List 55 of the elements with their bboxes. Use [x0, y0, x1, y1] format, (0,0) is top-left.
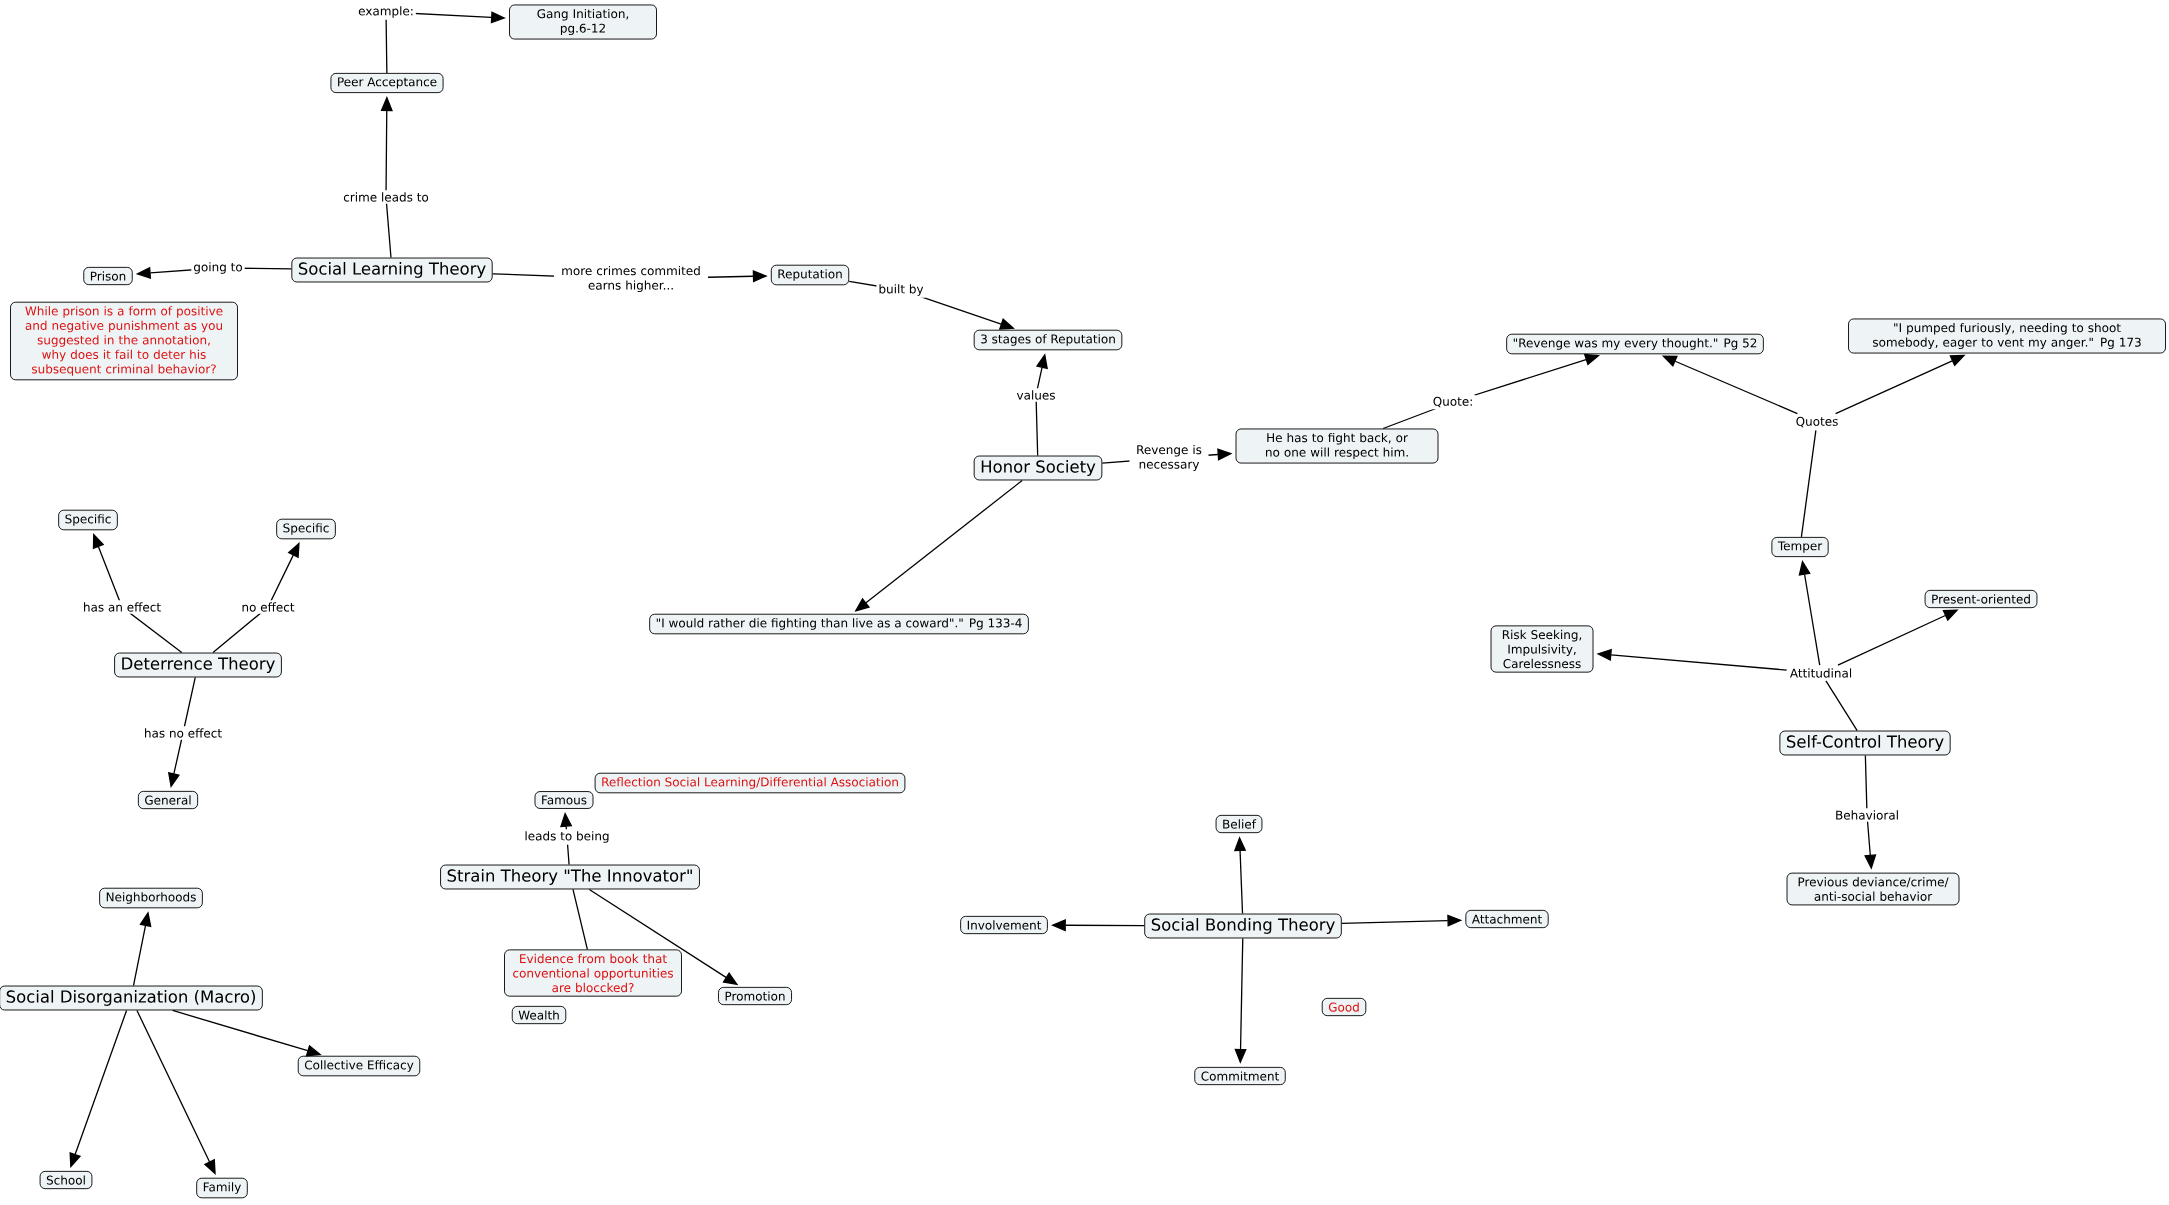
concept-box: "Revenge was my every thought." Pg 52 [1506, 333, 1764, 355]
edge-label: has an effect [80, 600, 164, 614]
linking-phrase: Quotes [1792, 413, 1842, 431]
edge-label: built by [876, 282, 926, 298]
concept-box: Strain Theory "The Innovator" [440, 864, 700, 890]
concept-box: Belief [1215, 814, 1263, 834]
edge-label: values [1014, 388, 1058, 402]
linking-phrase: Attitudinal [1786, 665, 1856, 681]
concept-box: Specific [58, 509, 118, 531]
edge-label: Revenge is necessary [1129, 442, 1209, 474]
concept-box: Attachment [1465, 909, 1549, 929]
concept-box: 3 stages of Reputation [973, 329, 1123, 351]
concept-box: Present-oriented [1924, 589, 2038, 609]
concept-box: Peer Acceptance [330, 72, 444, 94]
concept-box: Collective Efficacy [297, 1055, 421, 1077]
edge-label: leads to being [522, 829, 612, 845]
concept-box: Self-Control Theory [1779, 730, 1951, 756]
note-box: While prison is a form of positive and negative punishment as you suggested in the annotation, why does it fail to deter his subsequent criminal behavior? [10, 301, 238, 381]
edge-label: has no effect [141, 726, 225, 740]
concept-box: Prison [83, 266, 133, 286]
concept-box: Previous deviance/crime/ anti-social behavior [1786, 872, 1960, 906]
arrow [212, 542, 300, 654]
concept-box: General [137, 790, 199, 810]
note-box: Evidence from book that conventional opportunities are bloccked? [504, 949, 682, 997]
note-box: Reflection Social Learning/Differential Association [594, 772, 906, 794]
concept-box: Neighborhoods [99, 887, 203, 909]
note-box: Good [1321, 997, 1367, 1017]
concept-box: Wealth [511, 1005, 567, 1025]
concept-box: Risk Seeking, Impulsivity, Carelessness [1490, 625, 1594, 673]
concept-box: Deterrence Theory [114, 652, 282, 678]
concept-box: "I would rather die fighting than live as a coward"." Pg 133-4 [649, 613, 1029, 635]
concept-box: School [39, 1170, 93, 1190]
concept-box: Social Learning Theory [291, 257, 493, 283]
edge-label: going to [191, 260, 245, 276]
edge-label: no effect [239, 600, 297, 614]
concept-box: Social Bonding Theory [1144, 913, 1342, 939]
arrow [136, 1009, 216, 1175]
concept-box: Involvement [960, 915, 1048, 935]
concept-box: Commitment [1194, 1066, 1286, 1086]
concept-box: Gang Initiation, pg.6-12 [509, 4, 657, 40]
edge-label: more crimes commited earns higher... [554, 263, 708, 295]
concept-box: "I pumped furiously, needing to shoot somebody, eager to vent my anger." Pg 173 [1848, 318, 2166, 354]
concept-box: Social Disorganization (Macro) [0, 985, 263, 1011]
concept-box: Honor Society [973, 455, 1103, 481]
edge-label: example: [356, 4, 416, 20]
edge-label: Quote: [1430, 394, 1476, 410]
concept-box: Temper [1771, 536, 1829, 558]
edge-label: crime leads to [341, 190, 431, 204]
concept-box: Promotion [718, 986, 792, 1006]
concept-box: Specific [276, 518, 336, 540]
edge-label: Behavioral [1833, 808, 1901, 822]
concept-box: He has to fight back, or no one will respect him. [1235, 428, 1439, 464]
concept-box: Family [196, 1177, 248, 1199]
concept-box: Reputation [770, 264, 850, 286]
concept-box: Famous [534, 791, 594, 809]
